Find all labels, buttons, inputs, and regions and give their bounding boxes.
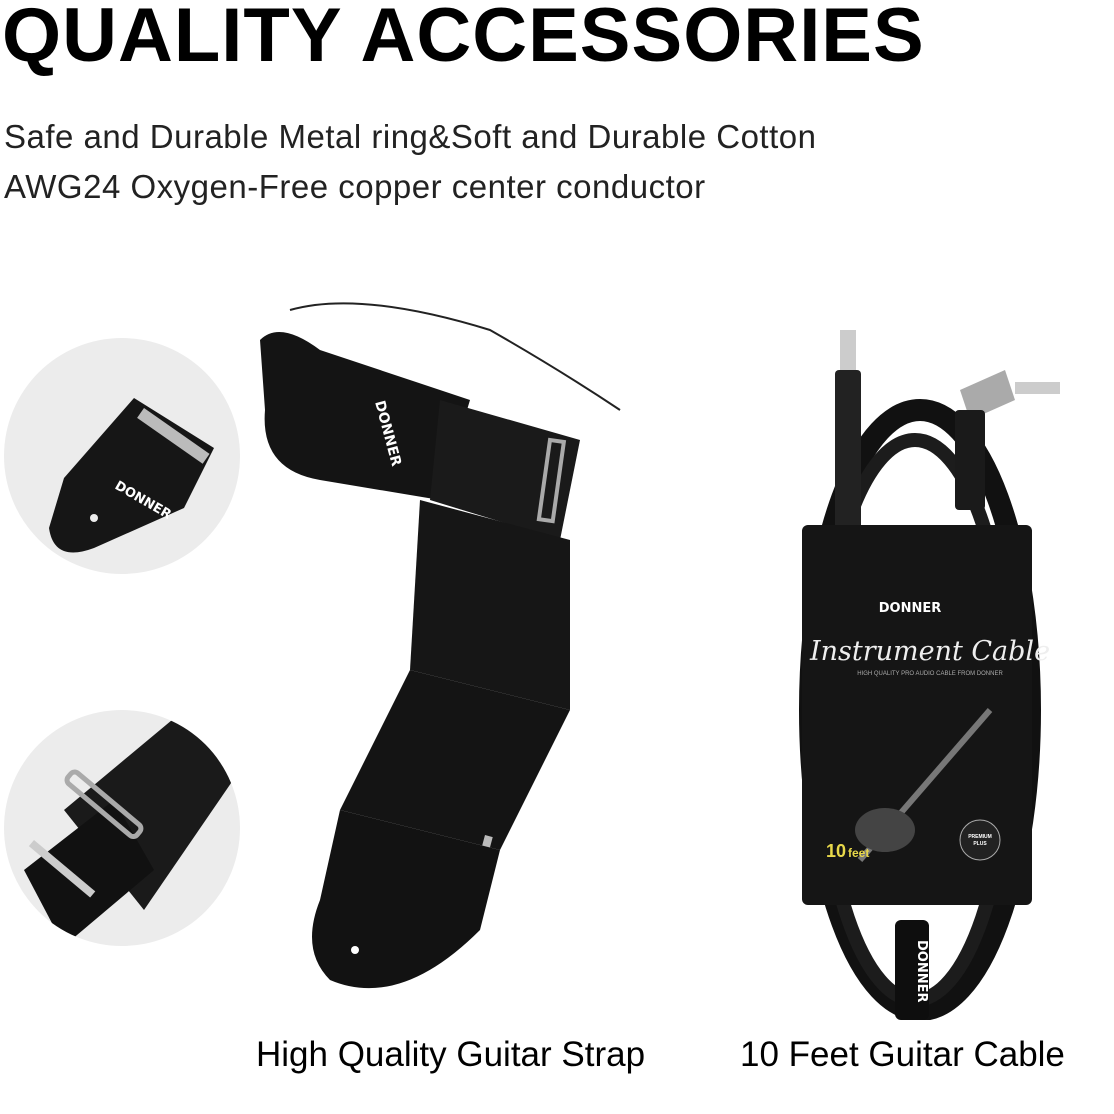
page-title: QUALITY ACCESSORIES bbox=[2, 0, 925, 78]
guitar-cable-image: DONNER Instrument Cable HIGH QUALITY PRO… bbox=[799, 330, 1060, 1020]
package-product-name: Instrument Cable bbox=[809, 636, 1050, 667]
cable-caption: 10 Feet Guitar Cable bbox=[740, 1035, 1065, 1074]
subtitle-line-1: Safe and Durable Metal ring&Soft and Dur… bbox=[4, 118, 817, 155]
badge-line2: PLUS bbox=[973, 841, 987, 847]
strap-caption: High Quality Guitar Strap bbox=[256, 1035, 646, 1074]
subtitle-line-2: AWG24 Oxygen-Free copper center conducto… bbox=[4, 168, 706, 205]
package-length-number: 10 bbox=[826, 841, 846, 861]
package-brand: DONNER bbox=[879, 601, 942, 616]
strap-end-detail-image: DONNER bbox=[4, 338, 240, 574]
package-length-unit: feet bbox=[848, 846, 869, 860]
strap-buckle-detail-image bbox=[4, 710, 240, 946]
guitar-strap-image: DONNER bbox=[260, 302, 621, 989]
cable-package-band bbox=[802, 525, 1032, 905]
badge-line1: PREMIUM bbox=[968, 834, 992, 840]
package-tagline: HIGH QUALITY PRO AUDIO CABLE FROM DONNER bbox=[857, 671, 1003, 677]
cable-tie-brand: DONNER bbox=[914, 940, 929, 1003]
